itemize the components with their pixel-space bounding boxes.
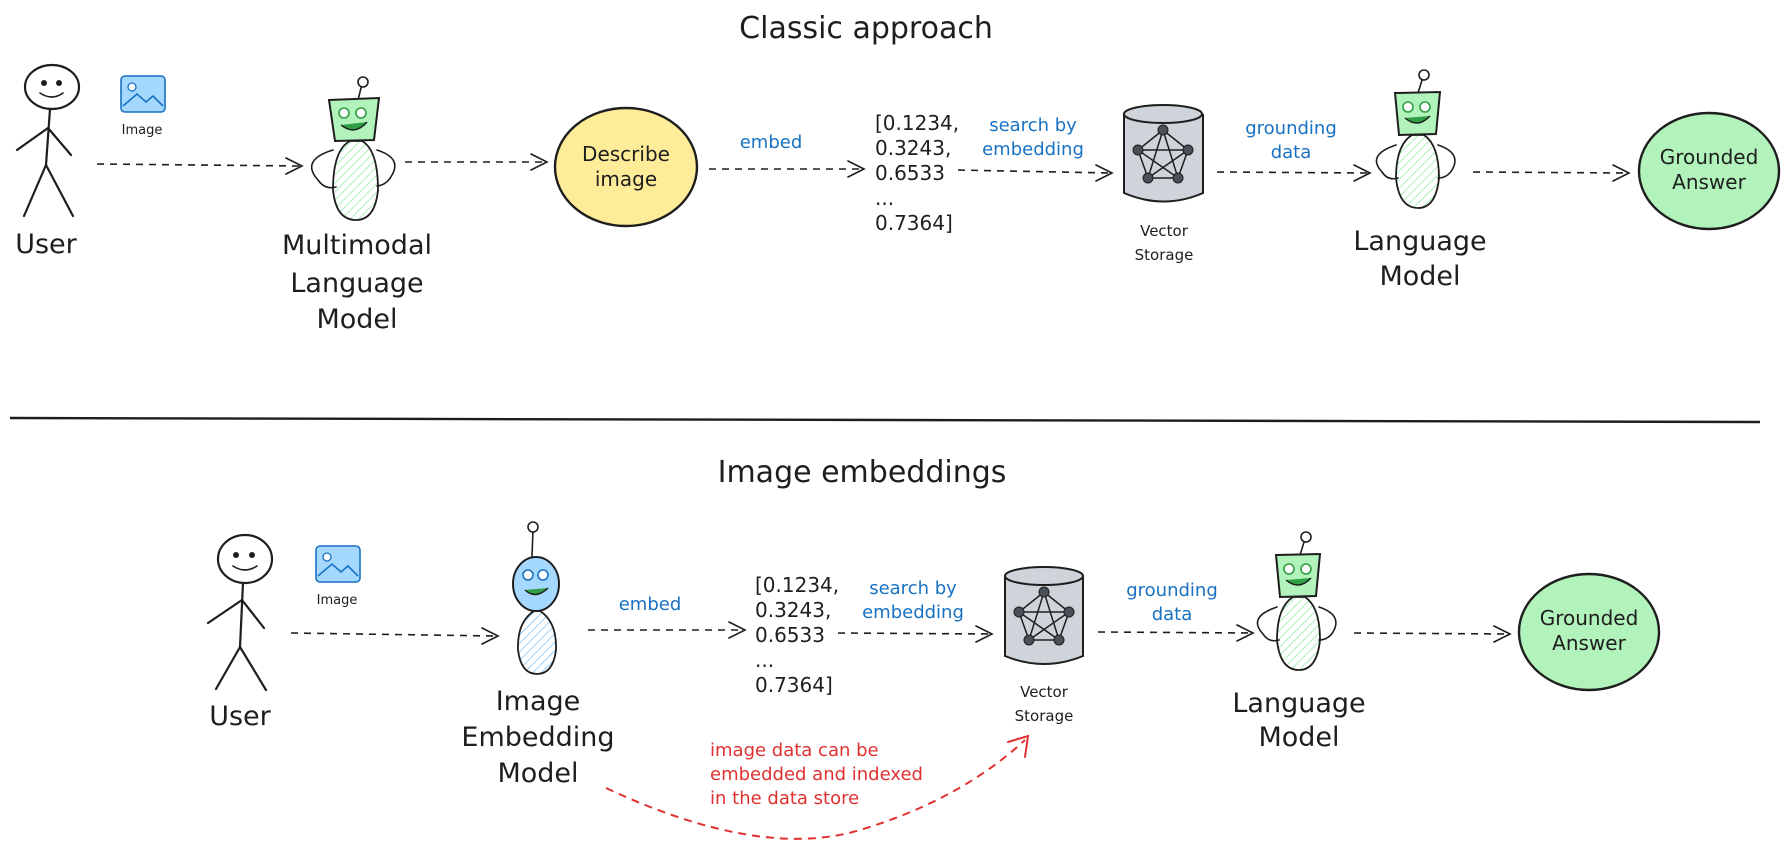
bottom-storage-label-2: Storage: [1015, 707, 1074, 725]
bottom-storage-label-1: Vector: [1020, 683, 1069, 701]
bottom-vector-value-1: [0.1234,: [755, 573, 839, 597]
arrow-top-model-to-describe: [405, 153, 549, 171]
top-mm-model-label-1: Multimodal: [282, 230, 432, 261]
top-storage-label-2: Storage: [1135, 246, 1194, 264]
bottom-user-label: User: [209, 701, 271, 732]
emb-model-label-1: Image: [496, 686, 581, 717]
bottom-image-icon: [315, 545, 361, 583]
describe-label-1: Describe: [582, 142, 670, 166]
top-vector-value-5: 0.7364]: [875, 211, 953, 235]
top-user-label: User: [15, 229, 77, 260]
bottom-search-label-2: embedding: [862, 602, 964, 623]
arrow-top-storage-to-lm: [1216, 164, 1372, 182]
top-mm-model-label-3: Model: [316, 304, 397, 335]
bottom-language-model-robot-icon: [1256, 531, 1337, 671]
top-answer-label-2: Answer: [1672, 170, 1746, 194]
arrow-bottom-storage-to-lm: [1097, 624, 1255, 642]
top-storage-label-1: Vector: [1140, 222, 1189, 240]
bottom-title: Image embeddings: [718, 455, 1007, 490]
top-vector-storage-icon: [1123, 104, 1204, 203]
top-grounding-label-1: grounding: [1245, 118, 1337, 139]
top-grounding-label-2: data: [1271, 142, 1312, 163]
arrow-top-lm-to-answer: [1472, 164, 1631, 182]
top-vector-value-4: ...: [875, 186, 894, 210]
arrow-embedding-to-storage-red: [605, 734, 1030, 840]
arrow-bottom-lm-to-answer: [1353, 625, 1512, 643]
top-grounded-answer-node: [1637, 111, 1781, 231]
top-language-model-robot-icon: [1375, 69, 1456, 209]
top-multimodal-robot-icon: [310, 76, 396, 221]
red-note-line-1: image data can be: [710, 740, 879, 761]
bottom-vector-value-4: ...: [755, 648, 774, 672]
arrow-bottom-vector-to-storage: [837, 625, 994, 643]
arrow-top-vector-to-storage: [957, 164, 1114, 182]
top-user-figure: [15, 63, 81, 218]
top-image-icon: [120, 75, 166, 113]
bottom-vector-value-3: 0.6533: [755, 623, 825, 647]
emb-model-label-2: Embedding: [461, 722, 614, 753]
bottom-image-label: Image: [317, 593, 358, 608]
bottom-search-label-1: search by: [869, 578, 957, 599]
bottom-lm-label-1: Language: [1232, 688, 1365, 719]
bottom-answer-label-2: Answer: [1552, 631, 1626, 655]
top-vector-value-1: [0.1234,: [875, 111, 959, 135]
emb-model-label-3: Model: [497, 758, 578, 789]
describe-image-node: [553, 106, 699, 228]
bottom-grounding-label-1: grounding: [1126, 580, 1218, 601]
bottom-lm-label-2: Model: [1258, 722, 1339, 753]
bottom-answer-label-1: Grounded: [1540, 606, 1639, 630]
arrow-top-describe-to-vector: [709, 160, 866, 178]
top-search-label-1: search by: [989, 115, 1077, 136]
top-lm-label-1: Language: [1353, 226, 1486, 257]
bottom-user-figure: [206, 533, 274, 692]
image-embedding-robot-icon: [512, 521, 560, 675]
top-mm-model-label-2: Language: [290, 268, 423, 299]
bottom-embed-label: embed: [619, 594, 682, 615]
arrow-top-user-to-model: [96, 157, 304, 175]
top-image-label: Image: [122, 123, 163, 138]
section-divider: [9, 416, 1761, 424]
describe-label-2: image: [595, 167, 657, 191]
arrow-bottom-user-to-model: [290, 627, 500, 645]
bottom-grounding-label-2: data: [1152, 604, 1193, 625]
top-vector-value-3: 0.6533: [875, 161, 945, 185]
bottom-vector-value-2: 0.3243,: [755, 598, 831, 622]
bottom-grounded-answer-node: [1517, 572, 1661, 692]
top-vector-value-2: 0.3243,: [875, 136, 951, 160]
top-lm-label-2: Model: [1379, 261, 1460, 292]
top-title: Classic approach: [739, 11, 993, 46]
bottom-vector-storage-icon: [1004, 566, 1084, 665]
arrow-bottom-model-to-vector: [588, 621, 747, 639]
top-embed-label: embed: [740, 132, 803, 153]
red-note-line-3: in the data store: [710, 788, 859, 809]
red-note-line-2: embedded and indexed: [710, 764, 923, 785]
bottom-vector-value-5: 0.7364]: [755, 673, 833, 697]
top-search-label-2: embedding: [982, 139, 1084, 160]
top-answer-label-1: Grounded: [1660, 145, 1759, 169]
